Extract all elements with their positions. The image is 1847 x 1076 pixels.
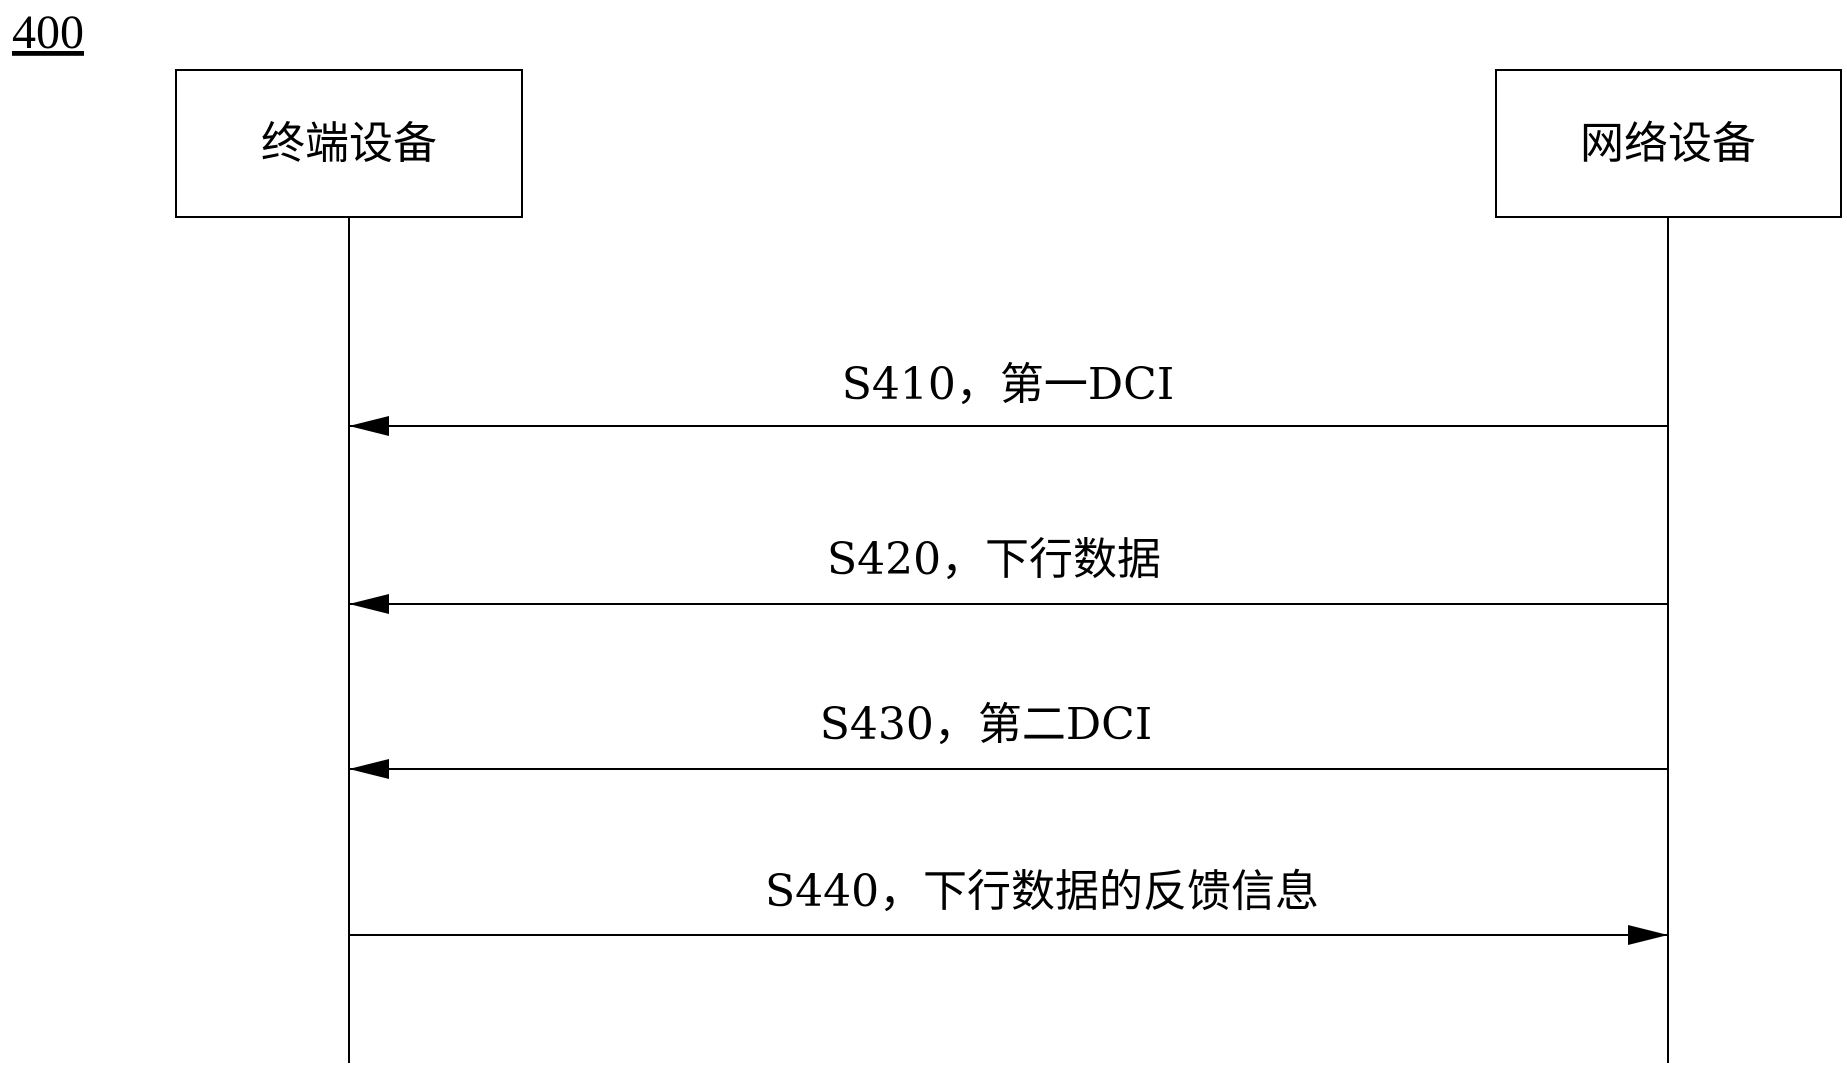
participant-box-right (1495, 69, 1842, 218)
participant-box-left (175, 69, 523, 218)
message-s440: S440，下行数据的反馈信息 (349, 866, 1668, 945)
participant-label-right: 网络设备 (1580, 118, 1756, 169)
message-label: S420，下行数据 (827, 534, 1161, 585)
message-label: S410，第一DCI (842, 359, 1174, 410)
participant-terminal-device: 终端设备 (175, 69, 523, 218)
message-label: S440，下行数据的反馈信息 (765, 866, 1319, 917)
participant-label-left: 终端设备 (261, 118, 437, 169)
participant-network-device: 网络设备 (1495, 69, 1842, 218)
message-s420: S420，下行数据 (349, 534, 1668, 614)
message-label: S430，第二DCI (820, 699, 1152, 750)
message-s410: S410，第一DCI (349, 359, 1668, 436)
message-s430: S430，第二DCI (349, 699, 1668, 779)
figure-number: 400 (12, 6, 84, 59)
